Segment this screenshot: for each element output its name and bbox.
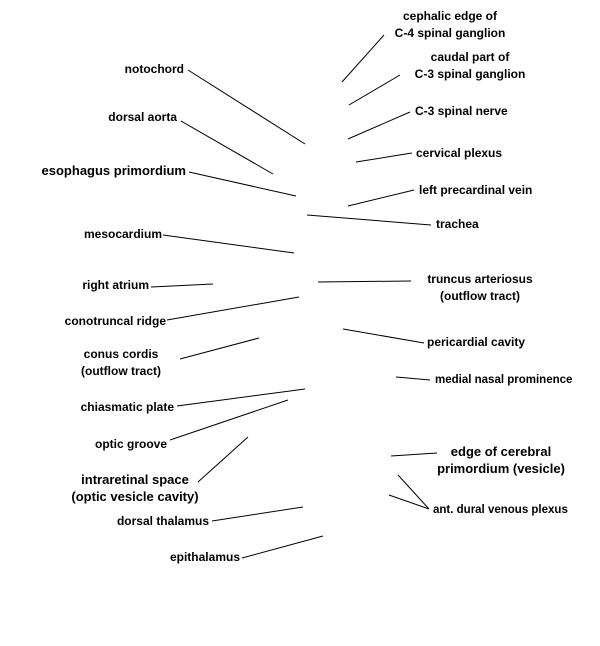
label-dorsal-thalamus: dorsal thalamus (116, 514, 209, 528)
label-c3-spinal-ganglion: caudal part of C-3 spinal ganglion (414, 50, 526, 81)
leader-pericardial-cavity (342, 328, 425, 344)
leader-cervical-plexus (355, 152, 413, 163)
leader-cerebral-primordium (390, 452, 438, 457)
label-mesocardium: mesocardium (83, 227, 162, 241)
label-medial-nasal-prominence: medial nasal prominence (435, 374, 573, 386)
leader-medial-nasal-prominence (395, 376, 431, 381)
label-notochord: notochord (124, 62, 184, 76)
label-left-precardinal-vein: left precardinal vein (419, 183, 533, 197)
label-cervical-plexus: cervical plexus (416, 146, 503, 160)
leader-epithalamus (241, 535, 324, 559)
leader-truncus-arteriosus (317, 280, 412, 283)
label-truncus-arteriosus: truncus arteriosus (outflow tract) (427, 272, 533, 303)
label-ant-dural-venous-plexus: ant. dural venous plexus (433, 504, 568, 516)
leader-conotruncal-ridge (166, 296, 300, 321)
leader-mesocardium (162, 234, 295, 254)
leader-intraretinal-space (197, 436, 249, 483)
label-conus-cordis: conus cordis (outflow tract) (81, 347, 161, 378)
label-c3-spinal-nerve: C-3 spinal nerve (415, 104, 508, 118)
label-dorsal-aorta: dorsal aorta (108, 110, 177, 124)
leader-dorsal-thalamus (211, 506, 304, 522)
label-optic-groove: optic groove (94, 437, 167, 451)
label-trachea: trachea (436, 217, 479, 231)
leader-esophagus-primordium (188, 171, 297, 197)
leader-optic-groove (169, 399, 289, 441)
leader-left-precardinal-vein (347, 189, 415, 207)
leader-right-atrium (150, 283, 214, 288)
label-pericardial-cavity: pericardial cavity (427, 335, 526, 349)
leader-c3-ganglion (348, 74, 401, 106)
leader-dural-plexus-lower (388, 494, 430, 510)
leader-conus-cordis (179, 337, 260, 360)
label-chiasmatic-plate: chiasmatic plate (80, 400, 174, 414)
leader-dorsal-aorta (180, 120, 274, 175)
leader-dural-plexus-upper (397, 474, 430, 510)
label-conotruncal-ridge: conotruncal ridge (64, 314, 166, 328)
leader-trachea (306, 214, 432, 226)
label-esophagus-primordium: esophagus primordium (41, 163, 186, 178)
leader-c3-nerve (347, 111, 411, 140)
label-right-atrium: right atrium (82, 278, 149, 292)
leader-chiasmatic-plate (176, 388, 306, 407)
leader-c4-ganglion (341, 34, 385, 83)
leader-notochord (187, 69, 306, 145)
label-epithalamus: epithalamus (169, 550, 240, 564)
label-intraretinal-space: intraretinal space (optic vesicle cavity… (71, 472, 199, 504)
label-cerebral-primordium: edge of cerebral primordium (vesicle) (437, 444, 565, 476)
label-c4-spinal-ganglion: cephalic edge of C-4 spinal ganglion (394, 9, 506, 40)
